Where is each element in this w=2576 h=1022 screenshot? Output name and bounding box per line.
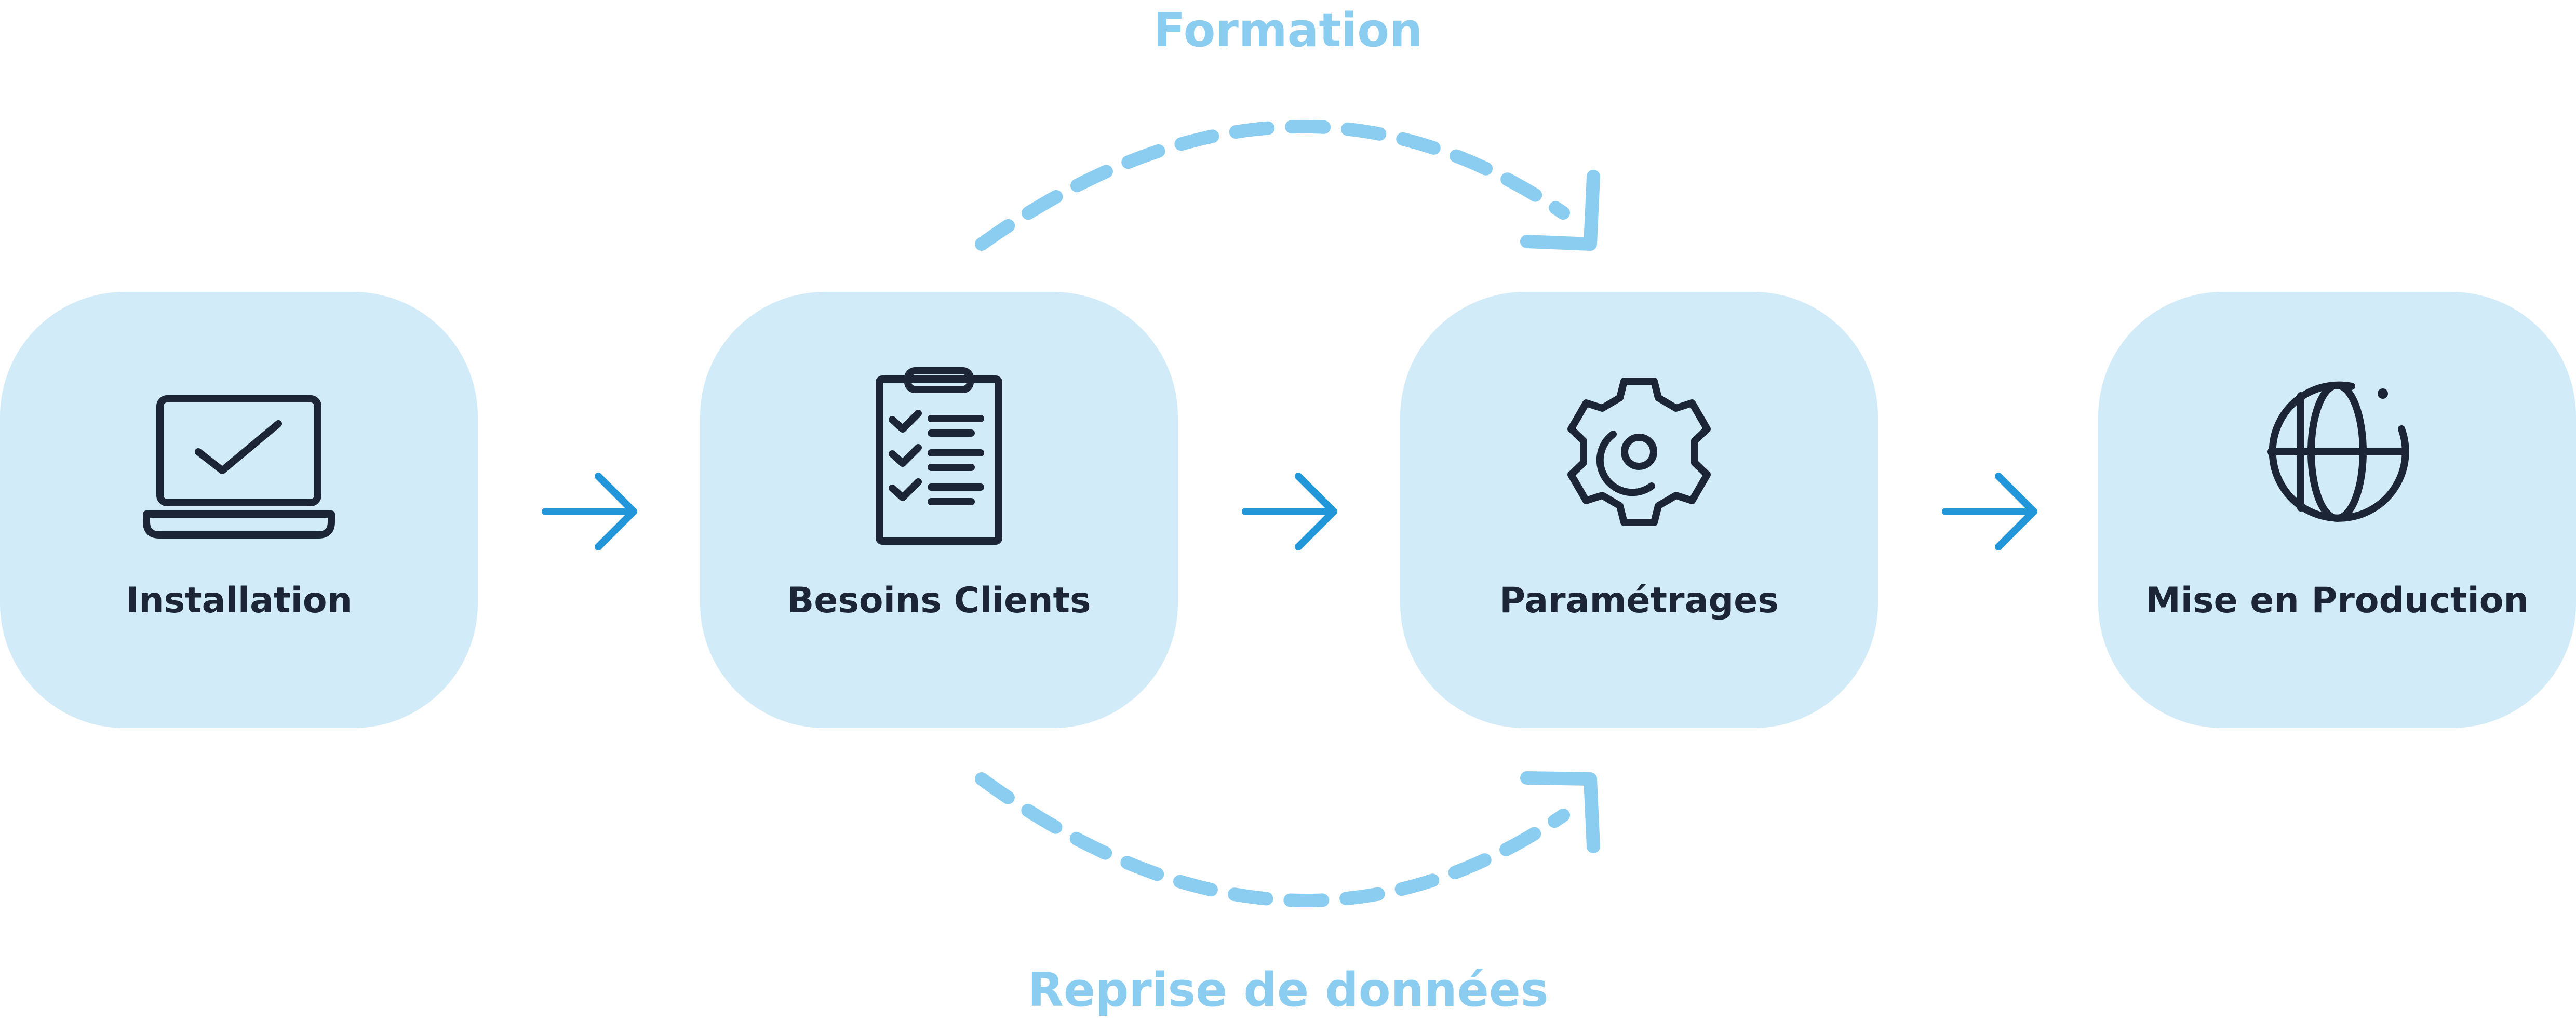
step-box-besoins-clients: [700, 292, 1178, 728]
globe-icon: [2267, 381, 2409, 522]
loop-arc-bottom: [975, 771, 1600, 907]
laptop-check-icon: [143, 395, 335, 539]
step-box-installation: [0, 292, 478, 728]
loop-arc-top-arrowhead: [1520, 170, 1600, 251]
arrow-right-icon: [1942, 473, 2037, 550]
step-box-mise-en-production: [2098, 292, 2576, 728]
loop-arc-bottom-arrowhead: [1520, 771, 1600, 853]
loop-arc-bottom-curve: [975, 772, 1570, 907]
step-label-installation: Installation: [125, 580, 353, 621]
step-label-mise-en-production: Mise en Production: [2145, 580, 2529, 621]
loop-label-top: Formation: [1153, 3, 1423, 58]
loop-arc-top: [975, 119, 1600, 251]
step-label-parametrages: Paramétrages: [1499, 580, 1779, 621]
arrow-right-icon: [542, 473, 637, 550]
loop-label-bottom: Reprise de données: [1027, 963, 1549, 1017]
step-box-parametrages: [1400, 292, 1878, 728]
gear-icon: [1567, 378, 1711, 526]
loop-arc-top-curve: [975, 119, 1570, 251]
step-label-besoins-clients: Besoins Clients: [787, 580, 1091, 621]
clipboard-checklist-icon: [876, 367, 1002, 545]
arrow-right-icon: [1242, 473, 1337, 550]
